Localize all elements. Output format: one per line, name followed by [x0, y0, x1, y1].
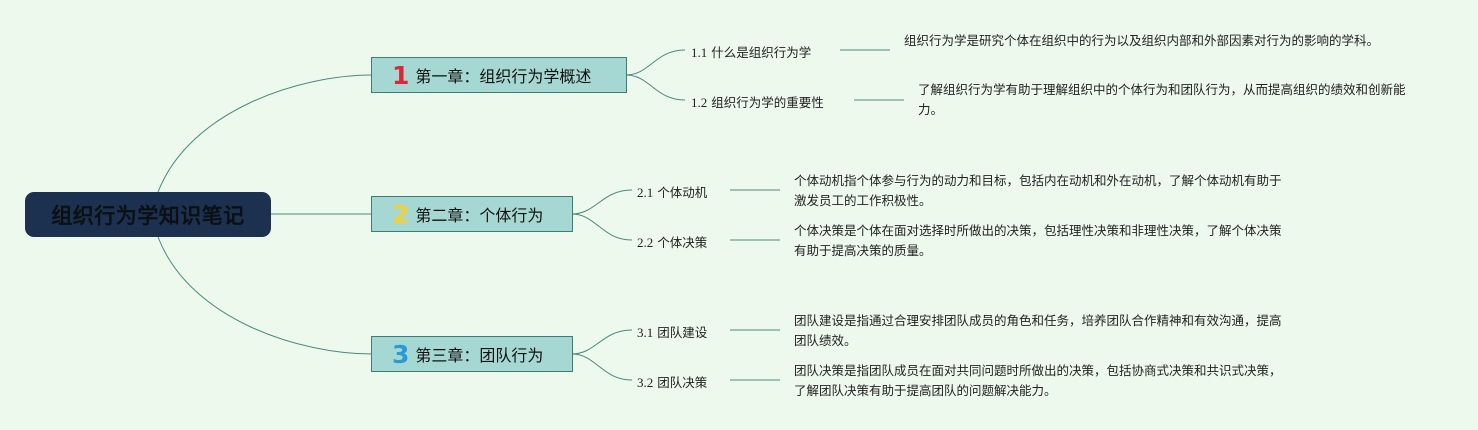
topic-1-2-description: 了解组织行为学有助于理解组织中的个体行为和团队行为，从而提高组织的绩效和创新能力… [918, 82, 1406, 117]
topic-3-1-description: 团队建设是指通过合理安排团队成员的角色和任务，培养团队合作精神和有效沟通，提高团… [794, 313, 1282, 348]
topic-label: 组织行为学的重要性 [711, 95, 824, 110]
topic-label: 个体决策 [657, 235, 708, 250]
topic-label: 团队建设 [657, 325, 708, 340]
topic-1-2[interactable]: 1.2 组织行为学的重要性 [691, 92, 824, 111]
topic-2-2-description: 个体决策是个体在面对选择时所做出的决策，包括理性决策和非理性决策，了解个体决策有… [794, 223, 1282, 258]
topic-label: 个体动机 [657, 185, 708, 200]
chapter-3-label: 第三章：团队行为 [415, 346, 544, 365]
root-title: 组织行为学知识笔记 [51, 203, 245, 228]
topic-1-1[interactable]: 1.1 什么是组织行为学 [691, 42, 811, 61]
chapter-1-number: 1 [392, 60, 410, 90]
chapter-3-number: 3 [392, 339, 410, 369]
topic-2-1[interactable]: 2.1 个体动机 [637, 182, 707, 201]
topic-number: 2.1 [637, 185, 654, 200]
topic-2-1-description: 个体动机指个体参与行为的动力和目标，包括内在动机和外在动机，了解个体动机有助于激… [794, 173, 1282, 208]
chapter-2-node[interactable]: 2 第二章：个体行为 [371, 196, 573, 232]
topic-number: 2.2 [637, 235, 654, 250]
topic-label: 团队决策 [657, 375, 708, 390]
topic-1-1-description: 组织行为学是研究个体在组织中的行为以及组织内部和外部因素对行为的影响的学科。 [904, 33, 1380, 48]
topic-3-2-description: 团队决策是指团队成员在面对共同问题时所做出的决策，包括协商式决策和共识式决策，了… [794, 363, 1282, 398]
topic-3-1[interactable]: 3.1 团队建设 [637, 322, 707, 341]
chapter-3-node[interactable]: 3 第三章：团队行为 [371, 336, 573, 372]
topic-number: 3.2 [637, 375, 654, 390]
topic-label: 什么是组织行为学 [711, 45, 812, 60]
topic-number: 1.1 [691, 45, 708, 60]
chapter-2-number: 2 [392, 199, 410, 229]
chapter-2-label: 第二章：个体行为 [415, 206, 544, 225]
chapter-1-label: 第一章：组织行为学概述 [415, 67, 592, 86]
chapter-1-node[interactable]: 1 第一章：组织行为学概述 [371, 57, 627, 93]
root-node[interactable]: 组织行为学知识笔记 [25, 192, 271, 237]
topic-2-2[interactable]: 2.2 个体决策 [637, 232, 707, 251]
topic-number: 3.1 [637, 325, 654, 340]
topic-3-2[interactable]: 3.2 团队决策 [637, 372, 707, 391]
topic-number: 1.2 [691, 95, 708, 110]
